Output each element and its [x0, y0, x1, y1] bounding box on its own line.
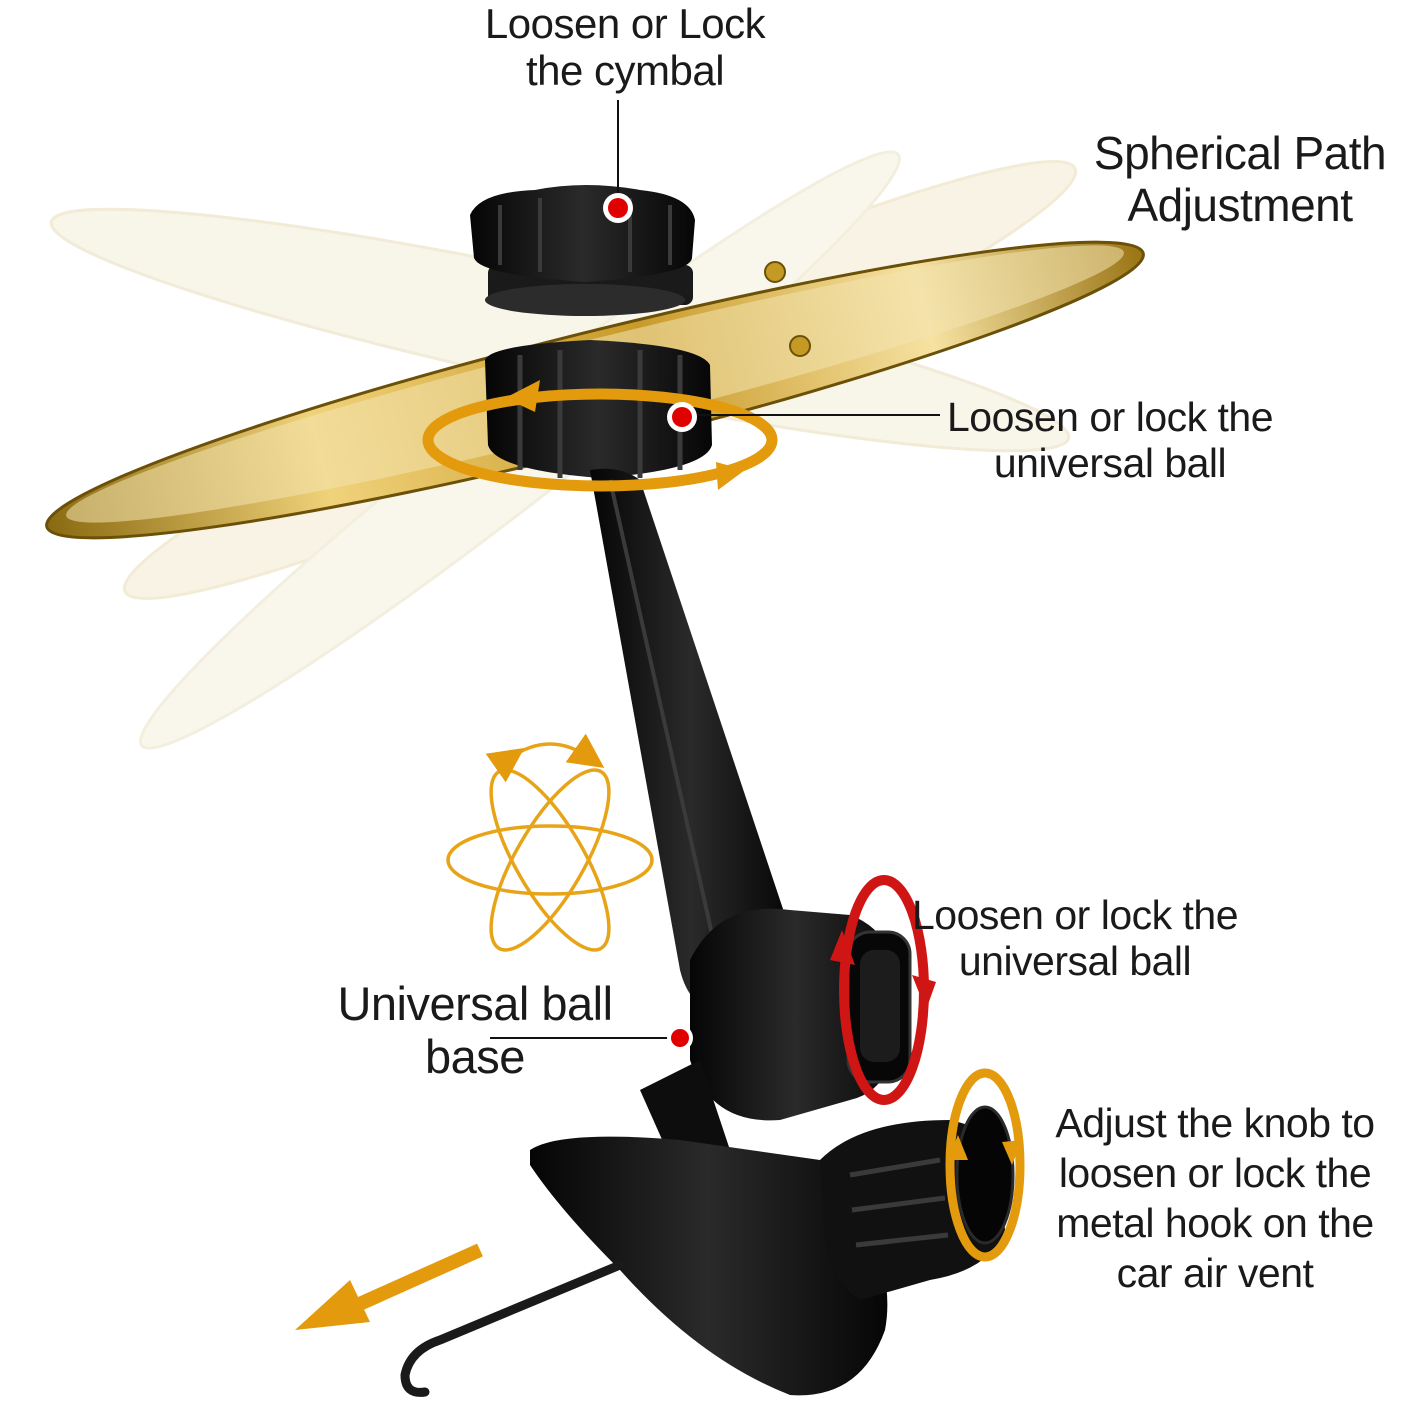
label-line: base	[425, 1029, 525, 1083]
mount-arm	[590, 468, 792, 1010]
label-universal-ball-top: Loosen or lock the universal ball	[940, 394, 1280, 487]
label-line: car air vent	[1116, 1250, 1314, 1297]
rotate-arrow-icon	[830, 875, 936, 1105]
direction-arrow-icon	[295, 1243, 483, 1330]
callout-dots	[603, 193, 697, 1051]
cymbal-lock-knob	[470, 185, 695, 316]
label-line: Adjust the knob to	[1055, 1100, 1375, 1146]
label-line: Spherical Path	[1093, 127, 1387, 179]
label-line: Loosen or Lock	[484, 0, 766, 47]
label-line: the cymbal	[525, 47, 725, 95]
label-line: universal ball	[993, 439, 1227, 486]
metal-hook	[400, 1260, 625, 1397]
rotate-arrow-icon	[945, 1068, 1025, 1262]
rotate-arrow-icon	[422, 380, 778, 492]
callout-lines	[490, 100, 940, 1039]
label-universal-ball-mid: Loosen or lock the universal ball	[905, 892, 1245, 985]
universal-ball-head	[485, 340, 712, 478]
label-line: Universal ball	[337, 977, 613, 1030]
label-line: loosen or lock the	[1058, 1150, 1372, 1197]
label-line: Loosen or lock the	[911, 892, 1239, 938]
label-universal-ball-base: Universal ball base	[330, 977, 620, 1083]
label-line: Adjustment	[1127, 178, 1353, 231]
label-cymbal-lock: Loosen or Lock the cymbal	[470, 0, 780, 94]
label-line: universal ball	[958, 937, 1192, 984]
label-knob-hook: Adjust the knob to loosen or lock the me…	[1035, 1098, 1395, 1298]
label-line: metal hook on the	[1056, 1200, 1374, 1247]
atom-rotation-icon	[446, 733, 654, 952]
label-spherical-path: Spherical Path Adjustment	[1080, 127, 1400, 231]
mount-base	[530, 1060, 1015, 1396]
label-line: Loosen or lock the	[946, 394, 1274, 440]
ball-joint	[690, 908, 912, 1121]
